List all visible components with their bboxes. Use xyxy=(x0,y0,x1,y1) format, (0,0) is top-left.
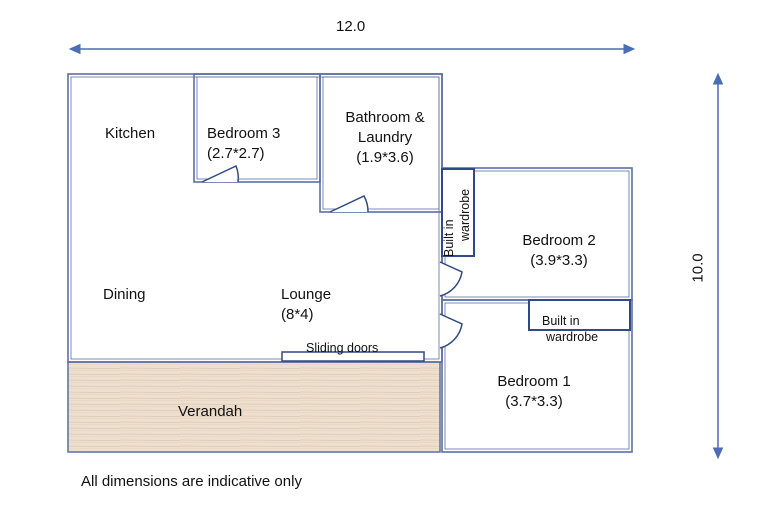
dining-label: Dining xyxy=(103,286,146,303)
bedroom-3-label: Bedroom 3 (2.7*2.7) xyxy=(207,124,280,164)
built-in-wardrobe-horizontal xyxy=(528,299,631,331)
bedroom-3-size: (2.7*2.7) xyxy=(207,145,265,162)
bedroom-2-size: (3.9*3.3) xyxy=(530,252,588,269)
bedroom-2-label: Bedroom 2 (3.9*3.3) xyxy=(505,231,613,271)
sliding-doors-label: Sliding doors xyxy=(306,341,379,355)
doors xyxy=(201,164,463,349)
bathroom-size: (1.9*3.6) xyxy=(356,149,414,166)
width-dimension-arrow xyxy=(68,43,636,55)
wardrobe-horizontal-line-1: Built in xyxy=(542,314,580,328)
wardrobe-vertical-label: Built in wardrobe xyxy=(441,185,473,257)
wardrobe-horizontal-label: Built in wardrobe xyxy=(542,313,618,345)
built-in-wardrobe-vertical xyxy=(441,168,475,257)
bathroom-line-2: Laundry xyxy=(357,129,413,146)
height-dimension-label: 10.0 xyxy=(689,253,707,283)
bathroom-walls xyxy=(319,73,443,213)
verandah-label: Verandah xyxy=(178,403,243,420)
wardrobe-horizontal-line-2: wardrobe xyxy=(546,330,599,344)
door-bedroom-1 xyxy=(439,313,463,349)
door-bathroom xyxy=(329,195,369,213)
height-dimension-arrow xyxy=(712,72,724,460)
bedroom-1-size: (3.7*3.3) xyxy=(505,393,563,410)
bedroom-1-label: Bedroom 1 (3.7*3.3) xyxy=(480,372,588,412)
bedroom-2-name: Bedroom 2 xyxy=(522,232,596,249)
footnote: All dimensions are indicative only xyxy=(81,473,302,490)
bathroom-line-1: Bathroom & xyxy=(345,109,425,126)
verandah-area xyxy=(67,361,441,453)
kitchen-label: Kitchen xyxy=(105,125,156,142)
lounge-name: Lounge xyxy=(281,286,332,303)
lounge-size: (8*4) xyxy=(281,306,314,323)
sliding-doors xyxy=(281,351,425,362)
bedroom-3-name: Bedroom 3 xyxy=(207,125,281,142)
door-bedroom-2 xyxy=(439,261,463,297)
bedroom-1-name: Bedroom 1 xyxy=(497,373,571,390)
width-dimension-label: 12.0 xyxy=(336,18,366,35)
wardrobe-vertical-line-1: Built in xyxy=(442,219,456,257)
door-bedroom-3 xyxy=(201,164,240,183)
lounge-label: Lounge (8*4) xyxy=(281,285,331,325)
bathroom-laundry-label: Bathroom & Laundry (1.9*3.6) xyxy=(328,108,442,168)
wardrobe-vertical-line-2: wardrobe xyxy=(458,188,472,241)
